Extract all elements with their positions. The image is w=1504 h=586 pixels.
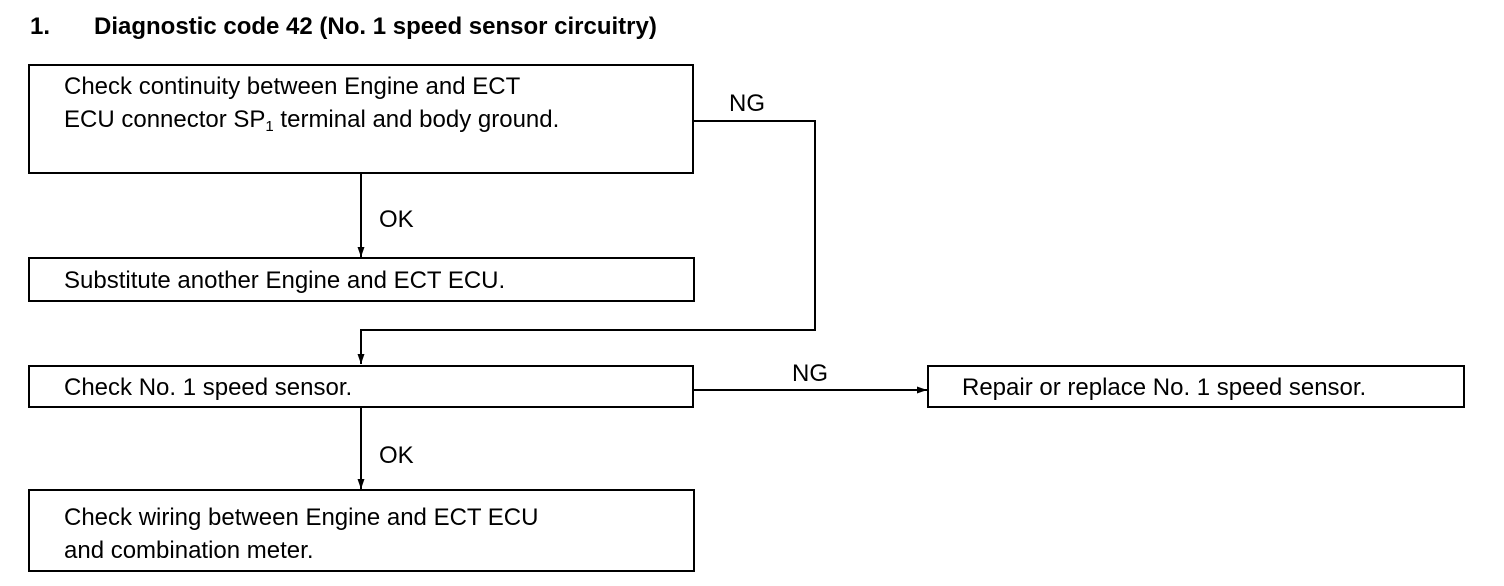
substitute-ecu-text: Substitute another Engine and ECT ECU. xyxy=(64,267,506,294)
check-continuity-line-2: ECU connector SP1 terminal and body grou… xyxy=(64,106,560,135)
check-continuity-line-1: Check continuity between Engine and ECT xyxy=(64,73,521,100)
check-sensor-text: Check No. 1 speed sensor. xyxy=(64,374,353,401)
ok-label-1: OK xyxy=(379,206,414,233)
ng-label-1: NG xyxy=(729,90,765,117)
ng-label-2: NG xyxy=(792,360,828,387)
check-wiring-line-2: and combination meter. xyxy=(64,537,314,564)
check-wiring-box: Check wiring between Engine and ECT ECU … xyxy=(28,489,695,572)
section-number: 1. xyxy=(30,13,51,40)
section-title: Diagnostic code 42 (No. 1 speed sensor c… xyxy=(94,13,657,40)
page-title: 1. Diagnostic code 42 (No. 1 speed sensor… xyxy=(30,10,657,44)
repair-sensor-text: Repair or replace No. 1 speed sensor. xyxy=(962,374,1367,401)
substitute-ecu-box: Substitute another Engine and ECT ECU. xyxy=(28,257,695,302)
check-sensor-box: Check No. 1 speed sensor. xyxy=(28,365,694,408)
check-continuity-box: Check continuity between Engine and ECT … xyxy=(28,64,694,174)
ok-label-2: OK xyxy=(379,442,414,469)
check-wiring-line-1: Check wiring between Engine and ECT ECU xyxy=(64,504,539,531)
ng-connector-1 xyxy=(357,120,816,364)
repair-sensor-box: Repair or replace No. 1 speed sensor. xyxy=(927,365,1465,408)
